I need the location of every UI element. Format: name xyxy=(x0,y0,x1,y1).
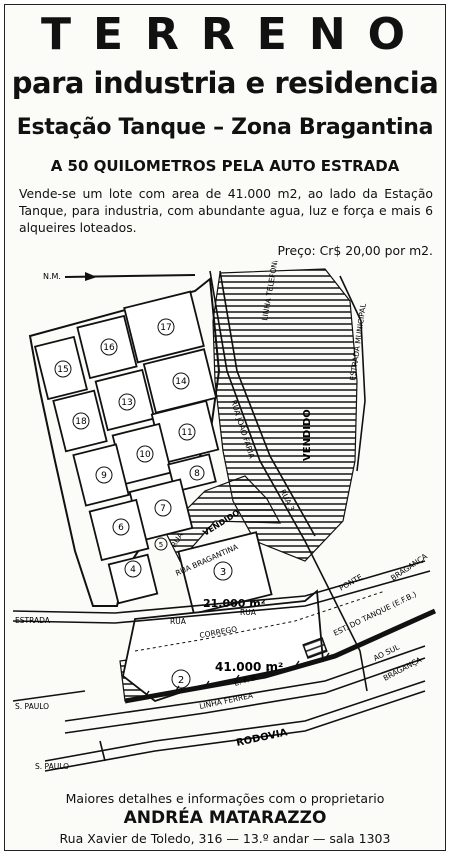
label-rua-1: RUA xyxy=(170,617,187,626)
lot-18: 18 xyxy=(75,417,87,427)
lot-17: 17 xyxy=(160,323,171,333)
north-marker: N.M. xyxy=(43,272,196,281)
lot-16: 16 xyxy=(103,343,115,353)
lot-2: 2 41.000 m² xyxy=(171,660,283,689)
description: Vende-se um lote com area de 41.000 m2, … xyxy=(19,186,433,235)
lots-grid xyxy=(33,290,273,615)
lot-13: 13 xyxy=(121,398,132,408)
creek-line xyxy=(134,590,386,652)
location: Estação Tanque – Zona Bragantina xyxy=(16,115,434,140)
label-estrada: ESTRADA xyxy=(15,616,51,625)
label-rua-2: RUA xyxy=(240,608,257,617)
lot-map: N.M. 17 16 xyxy=(12,261,437,772)
lot-7: 7 xyxy=(160,504,166,514)
lot-4: 4 xyxy=(130,565,136,575)
lot-3-number: 3 xyxy=(220,567,226,578)
lot-2-number: 2 xyxy=(178,675,184,686)
lot-14: 14 xyxy=(175,377,187,387)
price: Preço: Cr$ 20,00 por m2. xyxy=(277,243,433,258)
label-estacao: EST. DO TANQUE (E.F.B.) xyxy=(332,590,418,638)
label-braganca-1: BRAGANÇA xyxy=(389,551,430,582)
sold-label-east: VENDIDO xyxy=(302,409,313,461)
subtitle: para industria e residencia xyxy=(11,66,439,100)
lot-9: 9 xyxy=(101,471,107,481)
lot-11: 11 xyxy=(181,428,192,438)
lot-10: 10 xyxy=(139,450,151,460)
railway-line xyxy=(124,608,437,704)
station-icon xyxy=(302,637,328,659)
label-s-paulo-2: S. PAULO xyxy=(35,762,69,771)
lot-6: 6 xyxy=(118,523,124,533)
lot-numbers: 17 16 15 14 13 18 11 10 9 8 7 6 5 4 xyxy=(54,318,205,578)
label-ponte: PONTE xyxy=(338,572,365,593)
owner-name: ANDRÉA MATARAZZO xyxy=(123,808,327,828)
label-rodovia: RODOVIA xyxy=(235,727,288,749)
label-s-paulo-1: S. PAULO xyxy=(15,702,49,711)
contact-line: Maiores detalhes e informações com o pro… xyxy=(65,791,385,806)
lot-5: 5 xyxy=(159,541,163,549)
lot-15: 15 xyxy=(57,365,68,375)
address: Rua Xavier de Toledo, 316 — 13.º andar —… xyxy=(59,831,391,846)
headline: TERRENO xyxy=(40,9,428,60)
north-label: N.M. xyxy=(43,272,61,281)
lot-2-area: 41.000 m² xyxy=(215,660,283,674)
distance-line: A 50 QUILOMETROS PELA AUTO ESTRADA xyxy=(50,157,400,175)
classified-ad: TERRENO para industria e residencia Esta… xyxy=(4,4,446,851)
roads xyxy=(12,270,431,772)
label-linha-ferrea: LINHA FERREA xyxy=(199,691,255,711)
lot-8: 8 xyxy=(194,469,200,479)
